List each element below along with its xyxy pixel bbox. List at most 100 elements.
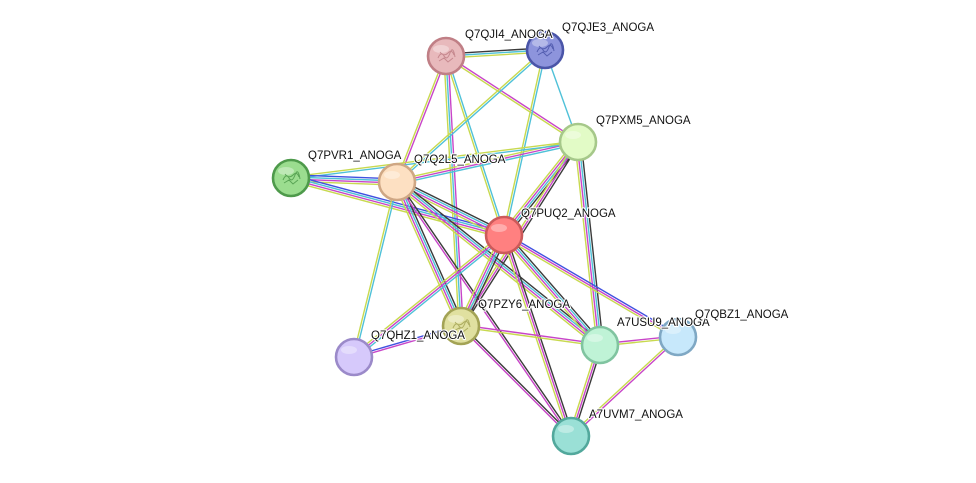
- node-highlight: [433, 45, 449, 53]
- edge-Q7PVR1_ANOGA-Q7PUQ2_ANOGA: [290, 174, 505, 239]
- edge-evidence-line: [354, 182, 399, 358]
- edge-evidence-line: [290, 180, 504, 239]
- edge-evidence-line: [502, 49, 545, 235]
- node-circle[interactable]: [426, 36, 466, 76]
- node-circle[interactable]: [551, 416, 591, 456]
- edge-evidence-line: [395, 48, 545, 182]
- edge-evidence-line: [393, 182, 459, 328]
- edge-evidence-line: [398, 178, 506, 233]
- edge-evidence-line: [460, 326, 600, 347]
- edge-Q7PZY6_ANOGA-A7USU9_ANOGA: [460, 324, 601, 347]
- node-circle[interactable]: [377, 162, 417, 202]
- edge-evidence-line: [353, 234, 505, 358]
- edge-Q7Q2L5_ANOGA-Q7QHZ1_ANOGA: [352, 181, 399, 358]
- node-a7uvm7_anoga[interactable]: [551, 416, 591, 456]
- edge-evidence-line: [578, 141, 602, 345]
- edge-Q7QJI4_ANOGA-Q7Q2L5_ANOGA: [395, 55, 448, 183]
- node-q7qhz1_anoga[interactable]: [334, 337, 374, 377]
- protein-structure-icon: [536, 43, 555, 57]
- edge-Q7Q2L5_ANOGA-Q7PZY6_ANOGA: [393, 180, 465, 328]
- node-highlight: [565, 131, 581, 139]
- edge-evidence-line: [291, 176, 505, 235]
- edge-Q7QJI4_ANOGA-Q7PZY6_ANOGA: [443, 55, 464, 327]
- edge-evidence-line: [505, 234, 574, 436]
- network-edges: [290, 47, 680, 438]
- edge-evidence-line: [397, 143, 579, 185]
- node-label: Q7Q2L5_ANOGA: [414, 154, 506, 166]
- edge-evidence-line: [500, 139, 577, 234]
- node-highlight: [384, 171, 400, 179]
- edge-evidence-line: [461, 324, 601, 345]
- node-q7q2l5_anoga[interactable]: [377, 162, 417, 202]
- edge-evidence-line: [291, 174, 505, 233]
- node-q7pvr1_anoga[interactable]: [271, 158, 311, 198]
- edge-evidence-line: [446, 54, 579, 142]
- node-q7qje3_anoga[interactable]: [525, 30, 565, 70]
- node-circle[interactable]: [484, 215, 524, 255]
- node-label: Q7PXM5_ANOGA: [596, 115, 691, 127]
- edge-evidence-line: [501, 235, 570, 437]
- node-circle[interactable]: [334, 337, 374, 377]
- node-label: A7UVM7_ANOGA: [589, 409, 683, 421]
- node-q7qji4_anoga[interactable]: [426, 36, 466, 76]
- protein-structure-icon: [282, 171, 301, 185]
- node-label: Q7QJI4_ANOGA: [465, 29, 553, 41]
- node-highlight: [491, 224, 507, 232]
- network-nodes: [271, 30, 698, 456]
- edge-evidence-line: [352, 181, 397, 357]
- edge-evidence-line: [397, 180, 505, 235]
- edge-evidence-line: [290, 140, 578, 178]
- edge-Q7QJI4_ANOGA-Q7PUQ2_ANOGA: [444, 55, 506, 236]
- protein-structure-icon: [452, 319, 471, 333]
- edge-Q7PUQ2_ANOGA-Q7QHZ1_ANOGA: [352, 232, 506, 360]
- node-q7pzy6_anoga[interactable]: [441, 306, 481, 346]
- edge-evidence-line: [504, 50, 547, 236]
- edge-evidence-line: [395, 55, 446, 182]
- edge-Q7QJE3_ANOGA-Q7PUQ2_ANOGA: [502, 49, 547, 236]
- edge-evidence-line: [444, 56, 504, 236]
- node-label: Q7QBZ1_ANOGA: [695, 309, 789, 321]
- edge-evidence-line: [505, 143, 582, 238]
- edge-evidence-line: [395, 182, 600, 347]
- edge-evidence-line: [502, 235, 600, 347]
- node-q7pxm5_anoga[interactable]: [558, 122, 598, 162]
- node-q7qbz1_anoga[interactable]: [658, 317, 698, 357]
- edge-evidence-line: [503, 234, 679, 338]
- node-circle[interactable]: [580, 325, 620, 365]
- node-highlight: [665, 326, 681, 334]
- node-q7puq2_anoga[interactable]: [484, 215, 524, 255]
- edge-evidence-line: [394, 183, 599, 349]
- edge-Q7PXM5_ANOGA-Q7PVR1_ANOGA: [290, 140, 579, 180]
- edge-evidence-line: [574, 142, 598, 346]
- edge-evidence-line: [446, 55, 506, 235]
- node-highlight: [341, 346, 357, 354]
- edge-evidence-line: [580, 141, 604, 345]
- network-labels: Q7QJI4_ANOGA Q7QJE3_ANOGA Q7PXM5_ANOGA Q7PV…: [307, 21, 790, 422]
- edge-evidence-line: [502, 140, 578, 235]
- node-circle[interactable]: [441, 306, 481, 346]
- node-circle[interactable]: [271, 158, 311, 198]
- edge-evidence-line: [576, 142, 600, 346]
- edge-Q7PXM5_ANOGA-Q7PUQ2_ANOGA: [500, 139, 582, 238]
- node-a7usu9_anoga[interactable]: [580, 325, 620, 365]
- node-label: Q7PVR1_ANOGA: [308, 150, 402, 162]
- edge-Q7Q2L5_ANOGA-A7UVM7_ANOGA: [395, 181, 573, 437]
- edge-evidence-line: [398, 178, 603, 344]
- edge-evidence-line: [501, 236, 599, 348]
- node-label: Q7PUQ2_ANOGA: [521, 208, 616, 220]
- edge-evidence-line: [397, 181, 573, 436]
- node-circle[interactable]: [658, 317, 698, 357]
- edge-Q7QBZ1_ANOGA-A7UVM7_ANOGA: [569, 335, 680, 438]
- edge-evidence-line: [445, 56, 578, 144]
- edge-evidence-line: [290, 178, 504, 237]
- node-circle[interactable]: [558, 122, 598, 162]
- edge-evidence-line: [505, 232, 603, 344]
- edge-evidence-line: [504, 233, 602, 345]
- edge-evidence-line: [504, 142, 580, 237]
- node-label: Q7QJE3_ANOGA: [562, 22, 654, 34]
- node-circle[interactable]: [525, 30, 565, 70]
- edge-evidence-line: [447, 55, 464, 326]
- edge-evidence-line: [354, 236, 506, 360]
- node-highlight: [278, 167, 294, 175]
- node-highlight: [558, 425, 574, 433]
